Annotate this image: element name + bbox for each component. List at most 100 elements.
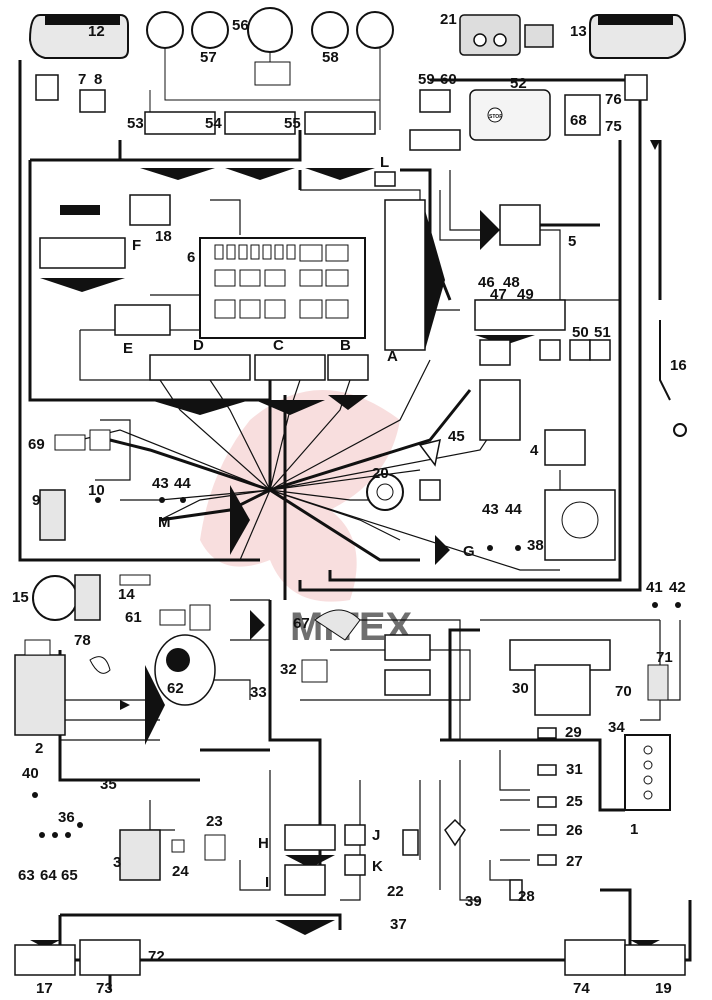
connector-J [344,824,366,846]
sensor-25 [537,796,557,808]
headlight-13 [589,14,687,59]
label-8: 8 [94,71,102,88]
label-41: 41 [646,579,663,596]
label-75: 75 [605,118,622,135]
component-18 [60,194,171,226]
fan-A [425,210,445,350]
fan-F [40,278,125,292]
fan-55 [305,168,375,180]
label-69: 69 [28,436,45,453]
component-9 [39,489,66,541]
label-J: J [372,827,380,844]
panel-38 [544,489,616,561]
label-25: 25 [566,793,583,810]
component-45 [418,438,441,501]
fan-D [150,400,250,415]
label-24: 24 [172,863,189,880]
label-39: 39 [465,893,482,910]
label-26: 26 [566,822,583,839]
fan-B [328,395,368,410]
label-D: D [193,337,204,354]
connector-K [344,854,366,876]
gauge-56 [247,7,293,53]
label-22: 22 [387,883,404,900]
starter-3 [119,829,161,881]
gauge-57-left [146,11,184,49]
label-59: 59 [418,71,435,88]
label-31: 31 [566,761,583,778]
wire-thin [60,170,681,901]
module-68 [564,94,601,136]
valve-30 [509,639,611,716]
rear-lamps [14,939,686,976]
fuse-blocks [144,111,376,135]
component-5 [499,204,600,246]
fan-I [275,920,335,935]
label-64: 64 [40,867,57,884]
label-G: G [463,543,475,560]
label-I: I [265,874,269,891]
connector-C [254,354,326,381]
label-B: B [340,337,351,354]
label-50: 50 [572,324,589,341]
sensors-bottom [402,818,523,901]
label-55: 55 [284,115,301,132]
connectors-HIJK [284,824,366,896]
label-57: 57 [200,49,217,66]
sensor-26 [537,824,557,836]
label-F: F [132,237,141,254]
label-56: 56 [232,17,249,34]
label-13: 13 [570,23,587,40]
label-29: 29 [565,724,582,741]
label-53: 53 [127,115,144,132]
fuse-block-54 [224,111,296,135]
label-4: 4 [530,442,539,459]
label-18: 18 [155,228,172,245]
label-36: 36 [58,809,75,826]
label-67: 67 [293,615,310,632]
label-72: 72 [148,948,165,965]
label-9: 9 [32,492,40,509]
label-10: 10 [88,482,105,499]
label-44-upper: 44 [174,475,191,492]
label-74: 74 [573,980,590,997]
connector-L [374,171,396,187]
label-45: 45 [448,428,465,445]
sensor-39 [444,818,466,847]
battery-1 [624,734,671,811]
label-7: 7 [78,71,86,88]
sensors-right [537,727,557,866]
connector-I [284,864,326,896]
component-24 [171,839,185,853]
fan-54 [225,168,295,180]
horn-20 [366,473,404,511]
gauge-cluster [146,7,394,53]
label-54: 54 [205,115,222,132]
wire-fans [30,140,660,948]
label-42: 42 [669,579,686,596]
label-60: 60 [440,71,457,88]
label-32: 32 [280,661,297,678]
component-67 [314,609,361,641]
label-12: 12 [88,23,105,40]
label-1: 1 [630,821,638,838]
component-32 [301,659,328,683]
label-2: 2 [35,740,43,757]
gauge-58 [311,11,349,49]
label-44-lower: 44 [505,501,522,518]
label-58: 58 [322,49,339,66]
fan-61 [250,610,265,640]
fusebox-6 [199,237,366,339]
sensor-22 [402,829,419,856]
component-14 [119,574,151,586]
label-19: 19 [655,980,672,997]
label-46: 46 [478,274,495,291]
label-28: 28 [518,888,535,905]
label-43-lower: 43 [482,501,499,518]
label-35: 35 [100,776,117,793]
fuse-block-55 [304,111,376,135]
headlight-12 [28,14,129,59]
gauge-58-right [356,11,394,49]
label-78: 78 [74,632,91,649]
label-6: 6 [187,249,195,266]
